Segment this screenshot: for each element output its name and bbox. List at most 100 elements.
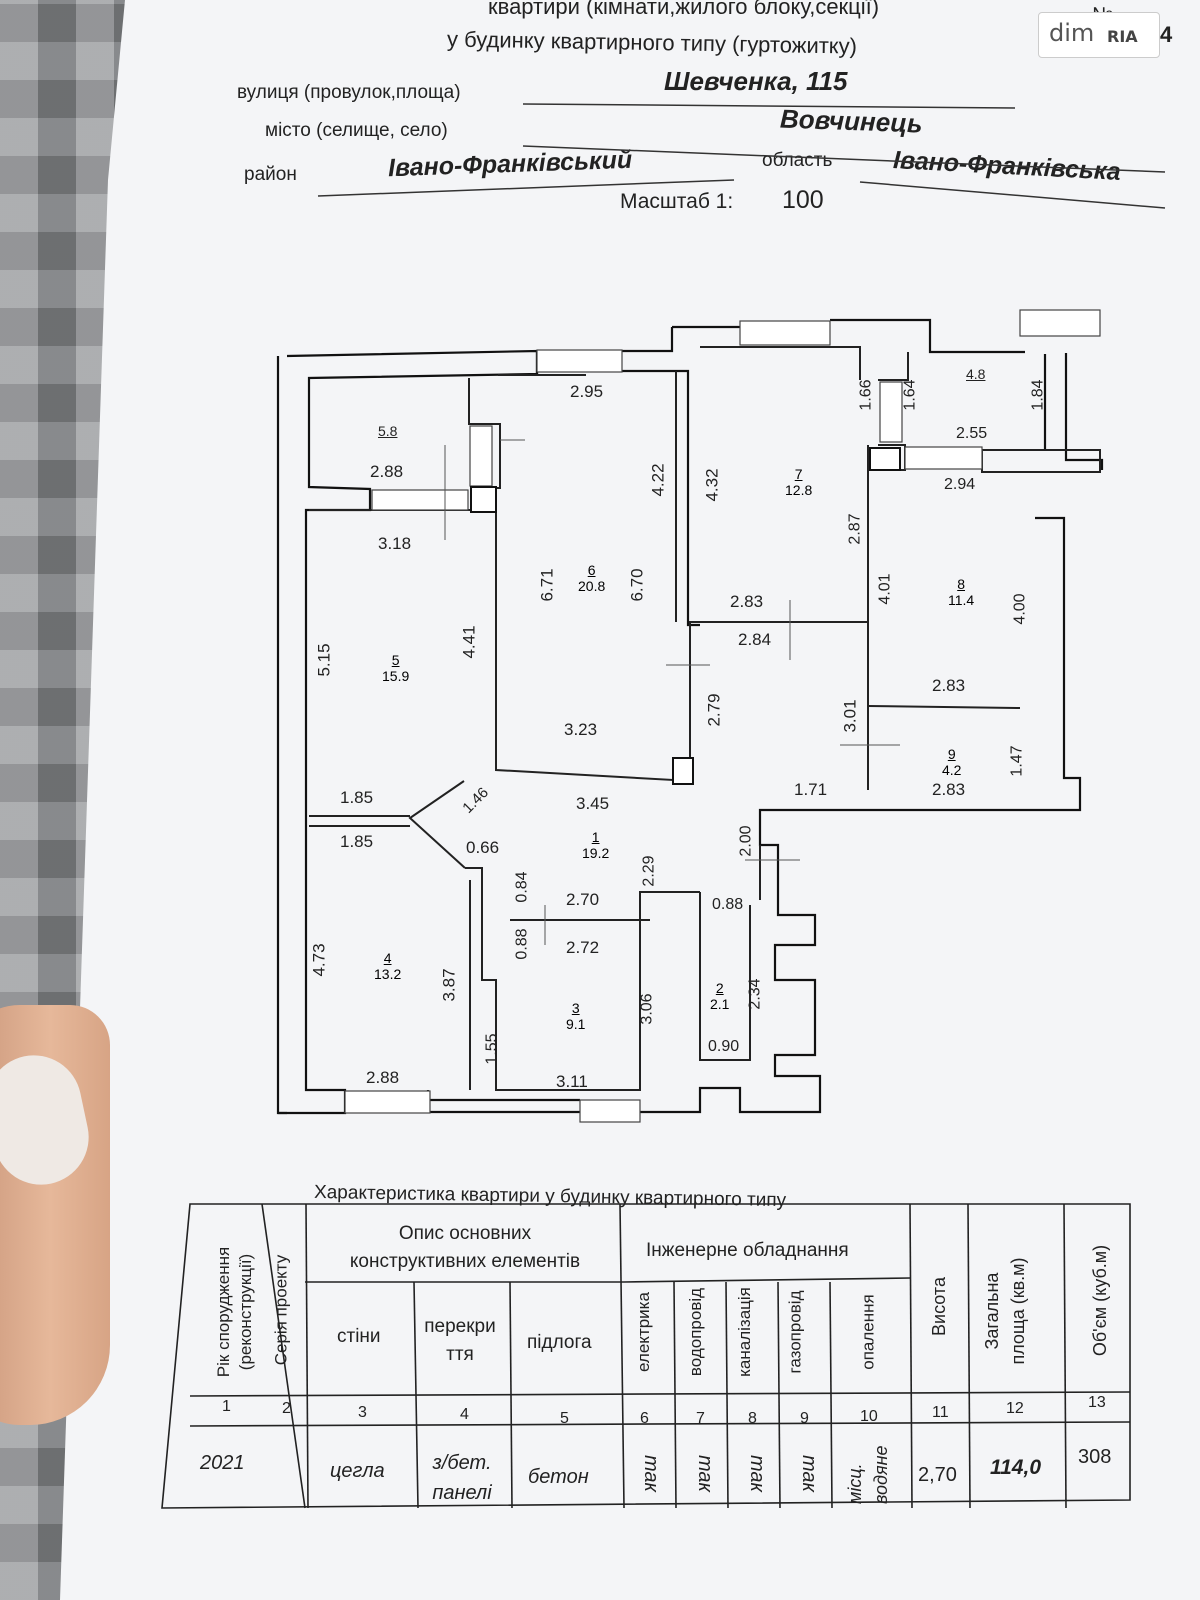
dim-label: 3.45	[576, 794, 610, 813]
room-area: 20.8	[578, 578, 606, 594]
th-sewer: каналізація	[734, 1287, 754, 1377]
room-area: 9.1	[566, 1016, 586, 1032]
dim-label: 0.66	[466, 838, 500, 857]
cell-ceiling: з/бет. панелі	[432, 1452, 492, 1504]
room-number: 1	[591, 829, 600, 845]
header-line-1: квартири (кімнати,жилого блоку,секції)	[488, 0, 880, 19]
th-series: Серія проекту	[271, 1254, 291, 1366]
room-area: 11.4	[948, 592, 975, 608]
dim-label: 2.83	[730, 592, 764, 611]
room-label-5-8: 5.8	[378, 423, 398, 439]
room-area: 12.8	[785, 482, 813, 498]
room-8: 8 11.4	[948, 576, 974, 608]
room-1: 1 19.2	[582, 829, 609, 861]
th-engineering-group: Інженерне обладнання	[646, 1240, 849, 1261]
room-number: 6	[587, 562, 596, 578]
dim-label: 1.71	[794, 780, 828, 799]
room-area: 4.2	[942, 762, 962, 778]
dim-label: 0.90	[708, 1038, 740, 1055]
room-7: 7 12.8	[785, 466, 812, 498]
room-area: 2.1	[710, 996, 730, 1012]
col-number: 3	[358, 1404, 367, 1421]
room-number: 7	[794, 466, 803, 482]
th-gas: газопровід	[785, 1290, 805, 1374]
watermark-ria: RIA	[1107, 27, 1138, 46]
dim-label: 2.95	[570, 382, 604, 401]
th-total-area: Загальна площа (кв.м)	[982, 1257, 1028, 1365]
col-number: 13	[1088, 1394, 1106, 1411]
street-label: вулиця (провулок,площа)	[237, 82, 461, 103]
dim-label: 2.88	[366, 1068, 400, 1087]
th-height: Висота	[928, 1277, 949, 1336]
cell-water: так	[694, 1454, 717, 1493]
cell-sewer: так	[746, 1454, 769, 1493]
cell-heating: місц. водяне	[845, 1445, 891, 1505]
col-number: 8	[748, 1410, 757, 1427]
cell-floor: бетон	[528, 1466, 589, 1488]
dim-label: 0.88	[712, 896, 744, 913]
cell-total-area: 114,0	[990, 1456, 1041, 1479]
th-water: водопровід	[686, 1287, 706, 1377]
room-4: 4 13.2	[374, 950, 401, 982]
room-area: 15.9	[382, 668, 410, 684]
street-value: Шевченка, 115	[664, 66, 848, 96]
room-6: 6 20.8	[578, 562, 605, 594]
col-number: 7	[696, 1410, 705, 1427]
dimria-watermark: dim RIA	[1038, 12, 1160, 58]
dim-label: 2.83	[932, 676, 966, 695]
col-number: 9	[800, 1410, 809, 1427]
room-number: 2	[715, 980, 724, 996]
cell-year: 2021	[200, 1452, 245, 1474]
header-rules	[317, 103, 1166, 209]
cell-height: 2,70	[918, 1464, 957, 1486]
col-number: 4	[460, 1406, 469, 1423]
col-number: 5	[560, 1410, 569, 1427]
th-ceiling: перекриття	[424, 1316, 496, 1365]
corner-digit: 4	[1160, 22, 1173, 47]
room-number: 5	[391, 652, 400, 668]
dim-label: 3.23	[564, 720, 598, 739]
room-9: 9 4.2	[942, 746, 961, 778]
dim-label: 2.94	[944, 476, 976, 493]
dim-label: 3.11	[556, 1072, 588, 1091]
col-number: 1	[222, 1398, 231, 1415]
room-3: 3 9.1	[566, 1000, 585, 1032]
col-number: 12	[1006, 1400, 1024, 1417]
col-number: 2	[282, 1400, 291, 1417]
cell-volume: 308	[1078, 1446, 1112, 1468]
room-2: 2 2.1	[710, 980, 729, 1012]
room-area: 19.2	[582, 845, 610, 861]
dim-label: 2.70	[566, 890, 600, 909]
cell-electric: так	[640, 1454, 663, 1493]
room-area: 13.2	[374, 966, 402, 982]
dim-label: 1.85	[340, 788, 374, 807]
region-label: область	[762, 150, 833, 171]
city-label: місто (селище, село)	[265, 120, 448, 141]
dim-label: 2.84	[738, 630, 772, 649]
cell-gas: так	[798, 1454, 821, 1493]
th-volume: Об'єм (куб.м)	[1090, 1244, 1111, 1357]
watermark-dim: dim	[1049, 19, 1095, 47]
dim-label: 3.18	[378, 534, 412, 553]
district-label: район	[244, 164, 297, 185]
th-year: Рік спорудження (реконструкції)	[214, 1246, 255, 1378]
th-floor: підлога	[527, 1332, 592, 1353]
room-number: 9	[947, 746, 956, 762]
scale-label: Масштаб 1:	[620, 190, 734, 213]
dim-label: 2.88	[370, 462, 404, 481]
th-heating: опалення	[858, 1294, 878, 1370]
dim-label: 2.55	[956, 425, 988, 442]
col-number: 6	[640, 1410, 649, 1427]
dim-label: 1.85	[340, 832, 374, 851]
room-number: 8	[957, 576, 965, 592]
th-electric: електрика	[633, 1292, 653, 1372]
scale-value: 100	[782, 186, 824, 214]
dim-label: 2.72	[566, 938, 600, 957]
dim-label: 2.83	[932, 780, 966, 799]
col-number: 11	[932, 1404, 949, 1421]
th-elements-group: Опис основних конструктивних елементів	[349, 1223, 581, 1272]
room-number: 4	[383, 950, 392, 966]
